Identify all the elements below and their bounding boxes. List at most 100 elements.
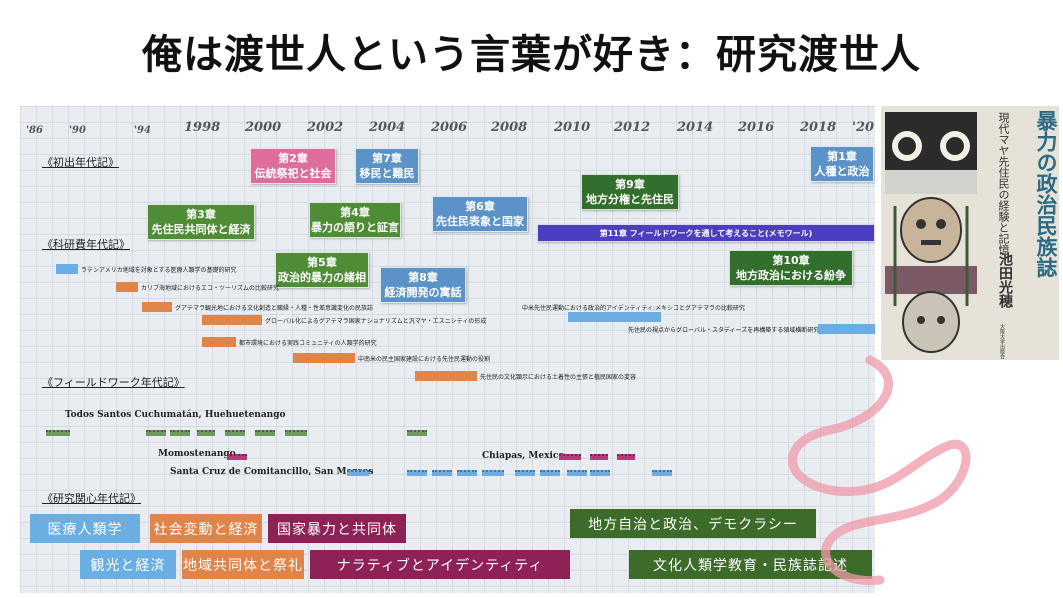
fieldwork-mark (407, 430, 427, 436)
chapter-number: 第7章 (372, 152, 402, 165)
place-label: Momostenango (158, 449, 236, 459)
fieldwork-mark (590, 454, 608, 460)
fieldwork-mark (432, 470, 452, 476)
grant-bar (568, 312, 661, 322)
timeline-board: '86 '90 '94 1998 2000 2002 2004 2006 200… (20, 106, 875, 593)
fieldwork-mark (482, 470, 504, 476)
year-label: '94 (134, 125, 151, 136)
grant-bar (56, 264, 78, 274)
book-title: 暴力の政治民族誌 (1034, 110, 1059, 278)
fieldwork-mark (197, 430, 215, 436)
year-label: 2002 (307, 120, 344, 135)
fieldwork-mark (146, 430, 166, 436)
year-label: 2008 (491, 120, 528, 135)
interest-tourism: 観光と経済 (80, 550, 176, 579)
fieldwork-mark (457, 470, 477, 476)
year-label: '86 (26, 125, 43, 136)
decorative-squiggle (788, 355, 971, 586)
year-label: 2000 (245, 120, 282, 135)
chapter-number: 第9章 (615, 178, 645, 191)
fieldwork-mark (652, 470, 672, 476)
chapter-3-box: 第3章 先住民共同体と経済 (147, 204, 255, 240)
chapter-number: 第8章 (408, 271, 438, 284)
interest-medical-anthropology: 医療人類学 (30, 514, 140, 543)
section-first-publication: 《初出年代記》 (42, 156, 119, 169)
grant-label: 都市環境における実践コミュニティの人類学的研究 (239, 340, 377, 347)
book-cover-art (881, 106, 1059, 360)
book-cover: 暴力の政治民族誌 現代マヤ先住民の経験と記憶 池田光穂 大阪大学出版会 (881, 106, 1059, 360)
fieldwork-mark (255, 430, 275, 436)
fieldwork-mark (285, 430, 307, 436)
chapter-4-box: 第4章 暴力の語りと証言 (309, 202, 401, 238)
fieldwork-mark (540, 470, 560, 476)
chapter-2-box: 第2章 伝統祭祀と社会 (250, 148, 336, 184)
chapter-7-box: 第7章 移民と難民 (355, 148, 419, 184)
year-label: 2016 (738, 120, 775, 135)
fieldwork-mark (227, 454, 247, 460)
chapter-1-box: 第1章 人種と政治 (810, 146, 874, 182)
grant-bar (202, 337, 236, 347)
interest-community-ritual: 地域共同体と祭礼 (182, 550, 304, 579)
chapter-number: 第5章 (307, 256, 337, 269)
grant-bar (116, 282, 138, 292)
fieldwork-mark (515, 470, 535, 476)
fieldwork-mark (559, 454, 581, 460)
grant-label: 中米先住民運動における政治的アイデンティティ:メキシコとグアテマラの比較研究 (522, 305, 746, 312)
year-label: '90 (69, 125, 86, 136)
section-fieldwork: 《フィールドワーク年代記》 (42, 376, 185, 389)
chapter-title: 暴力の語りと証言 (311, 221, 399, 234)
interest-education: 文化人類学教育・民族誌記述 (629, 550, 872, 579)
chapter-title: 政治的暴力の諸相 (278, 271, 366, 284)
chapter-number: 第1章 (827, 150, 857, 163)
grant-label: グアテマラ観光地における文化創造と職縁・人種・性差意識変化の民族誌 (175, 305, 374, 312)
section-kaken: 《科研費年代記》 (42, 238, 130, 251)
chapter-number: 第2章 (278, 152, 308, 165)
section-interests: 《研究関心年代記》 (42, 492, 141, 505)
chapter-number: 第6章 (465, 200, 495, 213)
chapter-title: 先住民表象と国家 (436, 215, 524, 228)
chapter-5-box: 第5章 政治的暴力の諸相 (275, 252, 369, 288)
chapter-title: 地方政治における紛争 (736, 269, 846, 282)
place-label: Chiapas, Mexico (482, 451, 565, 461)
chapter-6-box: 第6章 先住民表象と国家 (432, 196, 528, 232)
chapter-8-box: 第8章 経済開発の寓話 (380, 267, 466, 303)
grant-bar (142, 302, 172, 312)
chapter-11-bar: 第11章 フィールドワークを通して考えること(メモワール) (537, 224, 875, 242)
place-label: Santa Cruz de Comitancillo, San Marcos (170, 467, 374, 477)
fieldwork-mark (567, 470, 587, 476)
grant-bar (293, 353, 355, 363)
fieldwork-mark (225, 430, 245, 436)
year-label: 2004 (369, 120, 406, 135)
chapter-title: 人種と政治 (814, 165, 870, 178)
chapter-title: 経済開発の寓話 (384, 286, 462, 299)
grant-label: カリブ海地域におけるエコ・ツーリズムの比較研究 (141, 285, 280, 292)
fieldwork-mark (590, 470, 610, 476)
grant-label: 中南米の民主国家建設における先住民運動の役割 (358, 356, 491, 363)
chapter-title: 地方分権と先住民 (586, 193, 674, 206)
chapter-number: 第4章 (340, 206, 370, 219)
chapter-number: 第3章 (186, 208, 216, 221)
year-label: 2010 (554, 120, 591, 135)
year-label: '20 (852, 120, 875, 135)
grant-label: 先住民の視点からグローバル・スタディーズを再構築する領域横断研究 (628, 327, 820, 334)
fieldwork-mark (46, 430, 70, 436)
grant-bar (818, 324, 875, 334)
chapter-title: 第11章 フィールドワークを通して考えること(メモワール) (599, 228, 813, 238)
interest-local-politics: 地方自治と政治、デモクラシー (570, 509, 816, 538)
interest-state-violence: 国家暴力と共同体 (268, 514, 406, 543)
year-label: 2014 (677, 120, 714, 135)
chapter-9-box: 第9章 地方分権と先住民 (581, 174, 679, 210)
book-author: 池田光穂 (997, 252, 1013, 308)
fieldwork-mark (617, 454, 635, 460)
grant-label: ラテンアメリカ地域を対象とする医療人類学の基礎的研究 (81, 267, 237, 274)
page-title: 俺は渡世人という言葉が好き：研究渡世人 (142, 32, 921, 78)
place-label: Todos Santos Cuchumatán, Huehuetenango (65, 410, 286, 420)
grant-bar (202, 315, 262, 325)
fieldwork-mark (407, 470, 427, 476)
chapter-10-box: 第10章 地方政治における紛争 (729, 250, 853, 286)
year-label: 2006 (431, 120, 468, 135)
fieldwork-mark (170, 430, 190, 436)
book-subtitle: 現代マヤ先住民の経験と記憶 (997, 112, 1010, 255)
chapter-number: 第10章 (772, 254, 810, 267)
chapter-title: 先住民共同体と経済 (151, 223, 251, 236)
